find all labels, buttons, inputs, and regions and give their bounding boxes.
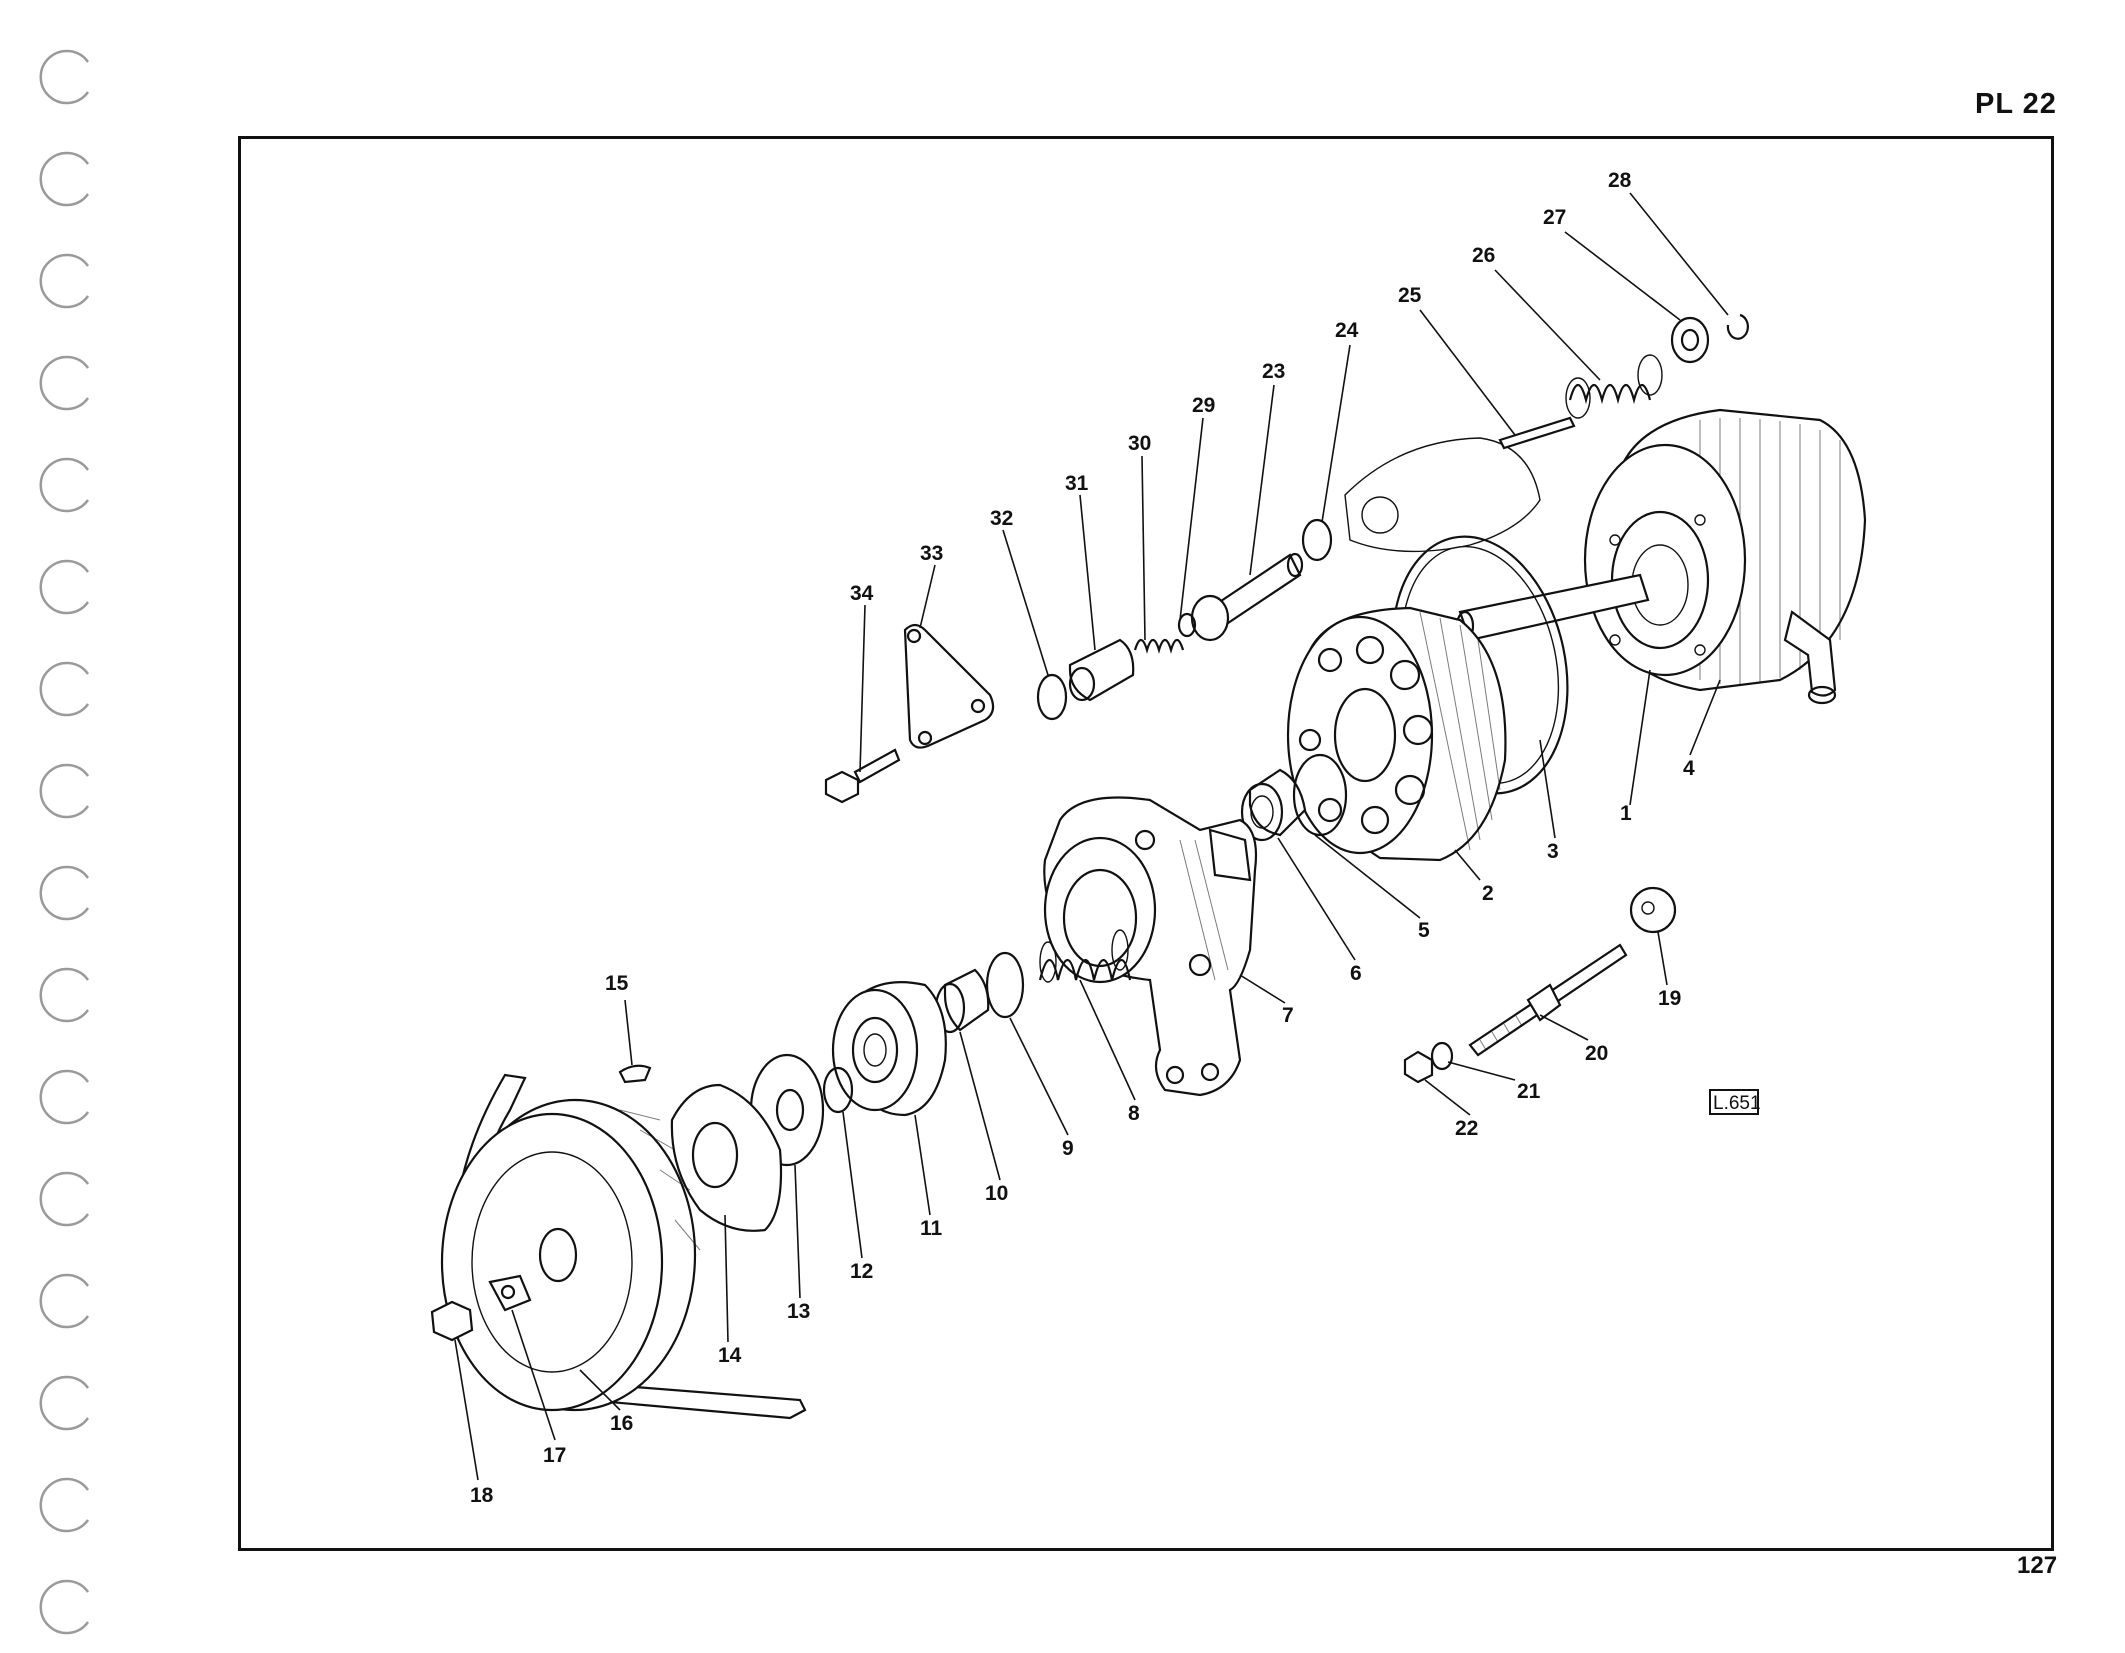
- part-bearing: [831, 981, 947, 1117]
- part-cover-outline: [1344, 437, 1541, 553]
- callout-18: 18: [470, 1484, 494, 1507]
- callout-32: 32: [990, 507, 1013, 530]
- part-bushing: [1240, 753, 1348, 842]
- callout-29: 29: [1192, 394, 1215, 417]
- callout-26: 26: [1472, 244, 1495, 267]
- callout-24: 24: [1335, 319, 1359, 342]
- callout-1: 1: [1620, 802, 1632, 825]
- callout-21: 21: [1517, 1080, 1541, 1103]
- callout-23: 23: [1262, 360, 1285, 383]
- callout-13: 13: [787, 1300, 810, 1323]
- callout-15: 15: [605, 972, 629, 995]
- part-washer-nut-21-22: [1403, 1041, 1454, 1084]
- callout-25: 25: [1398, 284, 1422, 307]
- page-code: PL 22: [1975, 88, 2057, 120]
- part-triangular-plate: [903, 623, 995, 749]
- callout-20: 20: [1585, 1042, 1608, 1065]
- callout-34: 34: [850, 582, 874, 605]
- callout-3: 3: [1547, 840, 1559, 863]
- part-pulley-belt: [440, 1073, 807, 1420]
- part-cap-nut: [1629, 886, 1677, 934]
- part-spring-cup: [1670, 316, 1710, 364]
- part-clip: [1726, 313, 1749, 340]
- callout-11: 11: [920, 1217, 943, 1240]
- callout-31: 31: [1065, 472, 1089, 495]
- callout-16: 16: [610, 1412, 633, 1435]
- callout-4: 4: [1683, 757, 1695, 780]
- callout-numbers: 1 2 3 4 5 6 7 8 9 10 11 12 13 14 15 16 1…: [470, 169, 1695, 1507]
- callout-17: 17: [543, 1444, 566, 1467]
- part-coil-spring: [1565, 354, 1663, 419]
- part-pin: [1498, 416, 1576, 450]
- callout-30: 30: [1128, 432, 1151, 455]
- part-valve-parts: [1036, 612, 1197, 721]
- page-number: 127: [2017, 1552, 2058, 1579]
- callout-27: 27: [1543, 206, 1566, 229]
- part-sleeve: [934, 968, 990, 1034]
- callout-28: 28: [1608, 169, 1632, 192]
- part-ring-24: [1301, 518, 1333, 562]
- binder-holes: [39, 49, 90, 1635]
- part-spring: [1038, 929, 1132, 983]
- leader-lines: [454, 192, 1729, 1481]
- part-pump-body: [1043, 796, 1258, 1097]
- callout-22: 22: [1455, 1117, 1478, 1140]
- callout-10: 10: [985, 1182, 1008, 1205]
- callout-8: 8: [1128, 1102, 1140, 1125]
- callout-14: 14: [718, 1344, 742, 1367]
- part-cone-plate: [670, 1083, 783, 1232]
- reference-code-box: L.651: [1709, 1089, 1761, 1115]
- callout-7: 7: [1282, 1004, 1294, 1027]
- callout-33: 33: [920, 542, 943, 565]
- callout-19: 19: [1658, 987, 1681, 1010]
- callout-2: 2: [1482, 882, 1494, 905]
- part-rotor-plate: [1286, 606, 1507, 862]
- part-housing: [1583, 408, 1867, 705]
- callout-5: 5: [1418, 919, 1430, 942]
- part-stud-bolt: [1468, 943, 1628, 1057]
- part-ring-12: [822, 1066, 854, 1114]
- part-key: [618, 1064, 652, 1084]
- reference-code: L.651: [1713, 1093, 1761, 1114]
- callout-12: 12: [850, 1260, 873, 1283]
- part-washer-nut-17-18: [430, 1274, 532, 1342]
- part-washer-9: [985, 951, 1025, 1019]
- part-plunger: [1190, 552, 1304, 642]
- callout-9: 9: [1062, 1137, 1074, 1160]
- diagram-frame: [238, 136, 2054, 1551]
- part-bolt: [824, 748, 901, 804]
- callout-6: 6: [1350, 962, 1362, 985]
